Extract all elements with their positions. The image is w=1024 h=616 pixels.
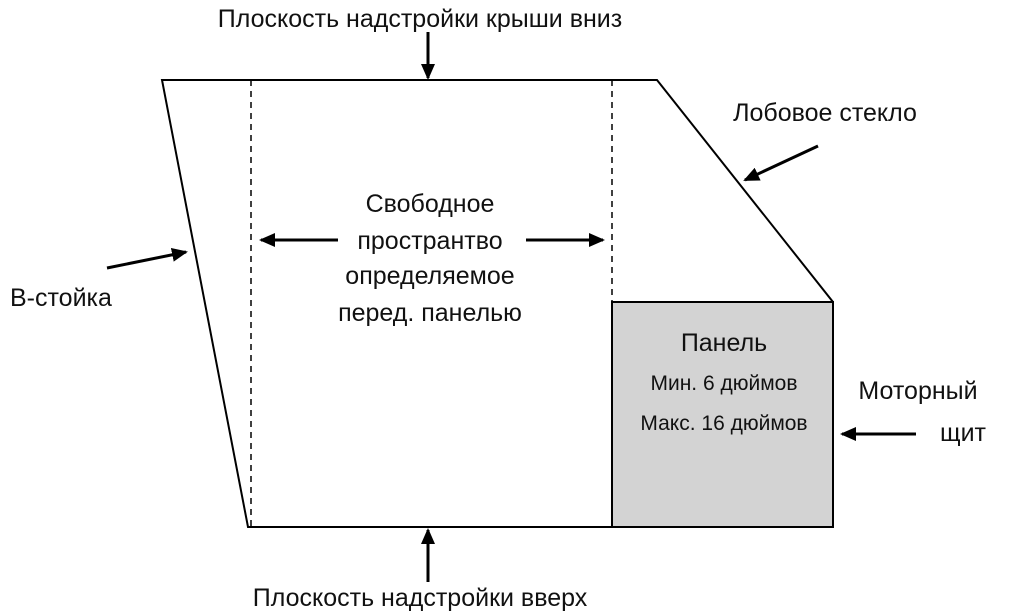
panel-max: Макс. 16 дюймов bbox=[640, 412, 807, 435]
free-space-line-4: перед. панелью bbox=[338, 299, 522, 327]
free-space-line-3: определяемое bbox=[345, 262, 514, 290]
b-pillar-arrow bbox=[106, 247, 188, 270]
windshield-arrow bbox=[743, 144, 819, 182]
b-pillar-label: В-стойка bbox=[10, 284, 112, 312]
firewall-label-line-2: щит bbox=[940, 419, 987, 447]
panel-min: Мин. 6 дюймов bbox=[650, 372, 797, 395]
windshield-label: Лобовое стекло bbox=[733, 99, 917, 127]
free-space-line-1: Свободное bbox=[366, 190, 495, 218]
panel-box bbox=[611, 301, 834, 528]
roof-down-label: Плоскость надстройки крыши вниз bbox=[218, 5, 622, 33]
floor-up-label: Плоскость надстройки вверх bbox=[253, 584, 588, 612]
firewall-label-line-1: Моторный bbox=[858, 377, 977, 405]
free-space-line-2: пространтво bbox=[357, 227, 502, 255]
cabin-outline bbox=[160, 79, 834, 528]
panel-title: Панель bbox=[681, 329, 767, 357]
